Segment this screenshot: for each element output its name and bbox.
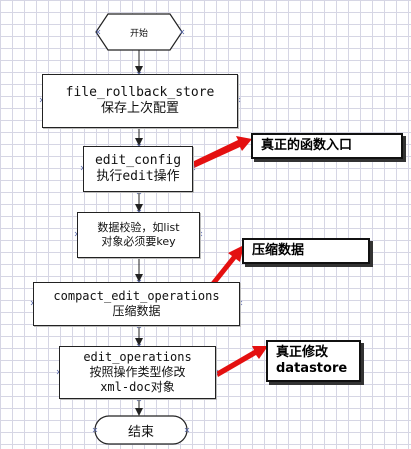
callout-compress-data: 压缩数据 bbox=[242, 238, 370, 264]
callout-modify-line1: 真正修改 bbox=[276, 345, 329, 361]
start-terminal-shape bbox=[95, 13, 183, 51]
step1-description: 保存上次配置 bbox=[100, 101, 179, 116]
red-arrow-modify bbox=[216, 346, 268, 377]
step1-function-name: file_rollback_store bbox=[65, 84, 215, 100]
callout-real-entry: 真正的函数入口 bbox=[251, 133, 403, 159]
red-arrow-compress bbox=[208, 245, 244, 289]
step5-description: 按照操作类型修改 bbox=[89, 365, 186, 379]
step-compact-edit-operations: compact_edit_operations 压缩数据 bbox=[33, 282, 240, 326]
callout-modify-datastore: 真正修改 datastore bbox=[266, 340, 361, 382]
step5-function-name: edit_operations bbox=[83, 350, 192, 364]
step3-line1: 数据校验，如list bbox=[97, 221, 180, 235]
start-terminal-label: 开始 bbox=[129, 28, 148, 39]
step-data-validation: 数据校验，如list 对象必须要key bbox=[77, 212, 200, 258]
end-terminal-label: 结束 bbox=[127, 424, 154, 440]
callout-modify-line2: datastore bbox=[276, 361, 348, 376]
step4-description: 压缩数据 bbox=[112, 304, 161, 318]
step-edit-config: edit_config 执行edit操作 bbox=[83, 146, 193, 192]
step4-function-name: compact_edit_operations bbox=[53, 289, 220, 303]
step-edit-operations: edit_operations 按照操作类型修改 xml-doc对象 bbox=[59, 346, 216, 399]
red-arrow-entry bbox=[192, 136, 252, 168]
step2-function-name: edit_config bbox=[94, 152, 182, 168]
callout-arrows bbox=[192, 136, 268, 377]
step-file-rollback-store: file_rollback_store 保存上次配置 bbox=[42, 74, 238, 128]
step3-line2: 对象必须要key bbox=[101, 235, 176, 248]
callout-compress-text: 压缩数据 bbox=[252, 243, 305, 259]
step2-description: 执行edit操作 bbox=[96, 169, 180, 184]
callout-entry-text: 真正的函数入口 bbox=[261, 138, 353, 154]
step5-object: xml-doc对象 bbox=[100, 380, 175, 394]
